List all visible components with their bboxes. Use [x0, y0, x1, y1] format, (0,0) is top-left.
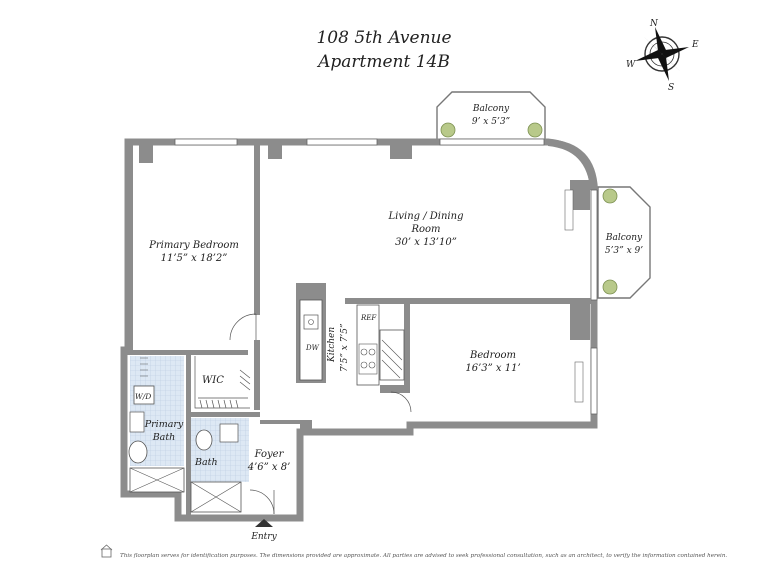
primary-bath-name-line2: Bath	[152, 432, 176, 443]
stove-icon	[358, 343, 378, 375]
bath-fixtures	[190, 418, 249, 513]
living-name-line1: Living / Dining	[388, 211, 464, 222]
disclaimer-text: This floorplan serves for identification…	[120, 553, 728, 559]
compass-label-e: E	[691, 40, 699, 50]
kitchen-name: Kitchen	[327, 327, 337, 363]
plan-title-address: 108 5th Avenue	[316, 28, 452, 48]
balcony-top-name: Balcony	[472, 104, 510, 114]
entry-arrow-icon	[255, 519, 273, 527]
kitchen-counter	[299, 299, 405, 386]
primary-bedroom-dims: 11’5” x 18’2”	[161, 253, 228, 264]
bedroom-dims: 16’3” x 11’	[465, 363, 520, 374]
corner-wall	[548, 139, 598, 190]
wd-label: W/D	[135, 392, 151, 401]
balcony-right	[597, 186, 651, 299]
ref-label: REF	[360, 314, 377, 322]
compass-label-s: S	[668, 83, 674, 93]
sink-icon	[303, 314, 319, 330]
foyer-dims: 4’6” x 8’	[247, 462, 291, 473]
primary-bath-fixtures	[128, 356, 185, 493]
compass-label-n: N	[649, 19, 659, 29]
plant-icon	[602, 279, 618, 295]
bedroom-name: Bedroom	[469, 350, 516, 361]
sink-icon	[129, 411, 145, 433]
plant-icon	[602, 188, 618, 204]
entry-label: Entry	[250, 532, 277, 542]
toilet-icon	[195, 429, 213, 451]
bath-label: Bath	[194, 457, 218, 468]
balcony-right-name: Balcony	[605, 233, 643, 243]
kitchen-dims: 7’5” x 7’5”	[340, 323, 350, 372]
toilet-icon	[128, 440, 148, 464]
living-name-line2: Room	[410, 224, 440, 235]
balcony-top	[436, 91, 546, 141]
plan-title-unit: Apartment 14B	[318, 52, 450, 72]
plant-icon	[440, 122, 456, 138]
closet-shelving	[194, 356, 251, 409]
compass-label-w: W	[626, 60, 636, 70]
balcony-top-dims: 9’ x 5’3”	[472, 117, 511, 127]
primary-bath-name-line1: Primary	[144, 419, 184, 430]
dw-label: DW	[305, 344, 320, 352]
compass-rose-icon	[635, 27, 689, 81]
windows	[174, 138, 598, 415]
plant-icon	[527, 122, 543, 138]
door-swings	[229, 313, 412, 515]
sink-icon	[219, 423, 239, 443]
balcony-right-dims: 5’3” x 9’	[605, 246, 643, 256]
primary-bedroom-name: Primary Bedroom	[148, 240, 239, 251]
equal-housing-icon	[100, 544, 113, 558]
living-dims: 30’ x 13’10”	[395, 237, 457, 248]
wic-label: WIC	[202, 375, 224, 386]
foyer-name: Foyer	[254, 449, 285, 460]
